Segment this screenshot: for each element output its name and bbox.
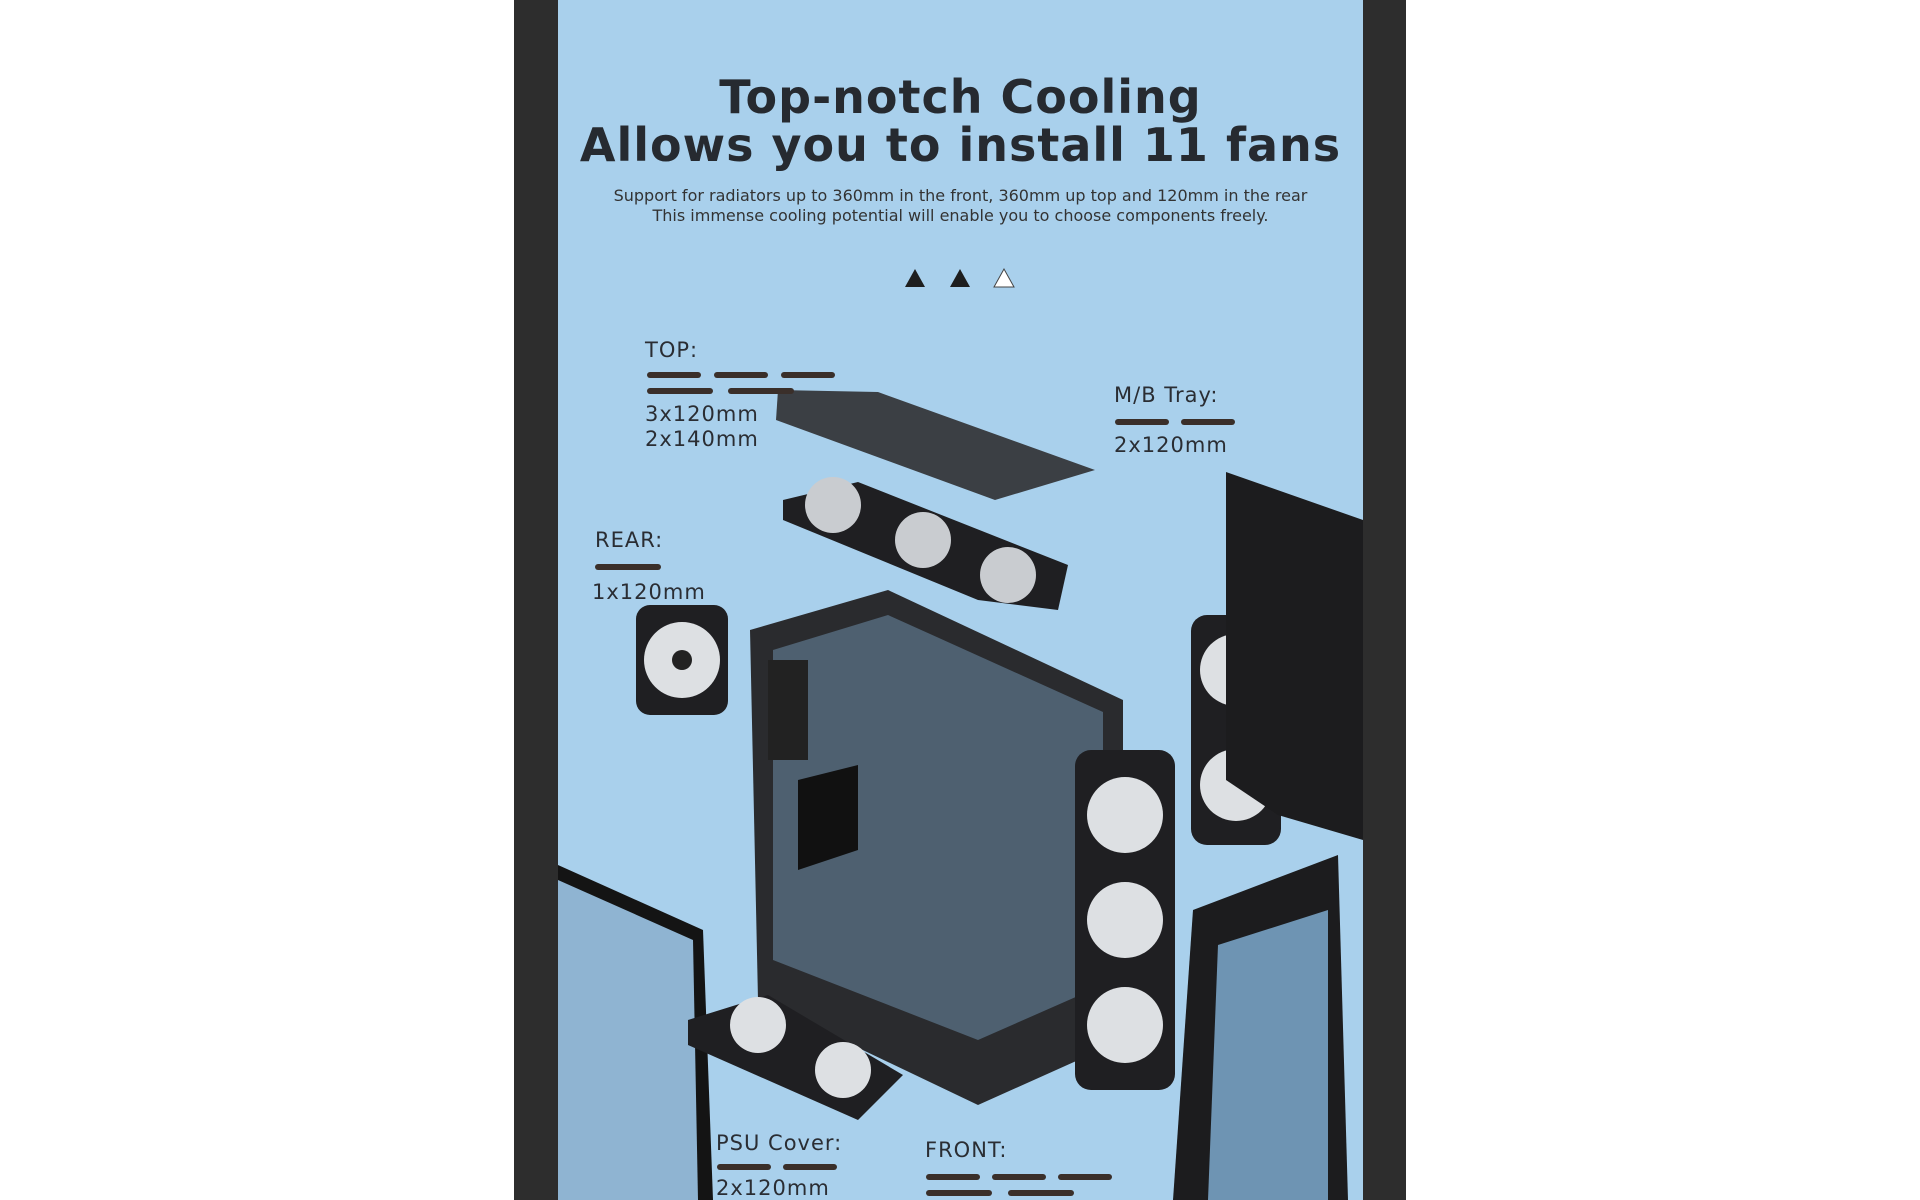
psu-cover-label: PSU Cover:: [716, 1131, 843, 1155]
rear-fan: [636, 605, 728, 715]
mb-tray-label: M/B Tray:: [1114, 383, 1219, 407]
heading-line2: Allows you to install 11 fans: [579, 118, 1342, 172]
spec-bar: [926, 1190, 992, 1196]
case-exploded-illustration: [558, 267, 1363, 1200]
spec-bar: [647, 372, 701, 378]
top-label: TOP:: [645, 338, 699, 362]
psu-cover-fans: [688, 995, 903, 1120]
spec-bar: [595, 564, 661, 570]
spec-bar: [714, 372, 768, 378]
spec-bar: [647, 388, 713, 394]
description-line1: Support for radiators up to 360mm in the…: [613, 186, 1308, 205]
spec-bar: [781, 372, 835, 378]
description-line2: This immense cooling potential will enab…: [652, 206, 1269, 225]
spec-bar: [926, 1174, 980, 1180]
front-fans: [1075, 750, 1175, 1090]
spec-bar: [1008, 1190, 1074, 1196]
heading-line1: Top-notch Cooling: [719, 70, 1202, 124]
rear-spec: 1x120mm: [592, 580, 706, 604]
product-image-panel: Top-notch Cooling Allows you to install …: [558, 0, 1363, 1200]
spec-bar: [992, 1174, 1046, 1180]
spec-bar: [783, 1164, 837, 1170]
spec-bar: [717, 1164, 771, 1170]
side-panel-right: [1226, 472, 1363, 840]
case-chassis: [750, 590, 1123, 1105]
spec-bar: [1181, 419, 1235, 425]
top-spec-1: 3x120mm: [645, 402, 759, 426]
spec-bar: [728, 388, 794, 394]
front-label: FRONT:: [925, 1138, 1008, 1162]
mb-tray-spec: 2x120mm: [1114, 433, 1228, 457]
triangle-icons: [905, 267, 1015, 288]
spec-bar: [1115, 419, 1169, 425]
spec-bar: [1058, 1174, 1112, 1180]
top-fans: [783, 477, 1068, 610]
rear-label: REAR:: [595, 528, 664, 552]
psu-cover-spec: 2x120mm: [716, 1176, 830, 1200]
top-dust-filter: [776, 390, 1095, 500]
top-spec-2: 2x140mm: [645, 427, 759, 451]
